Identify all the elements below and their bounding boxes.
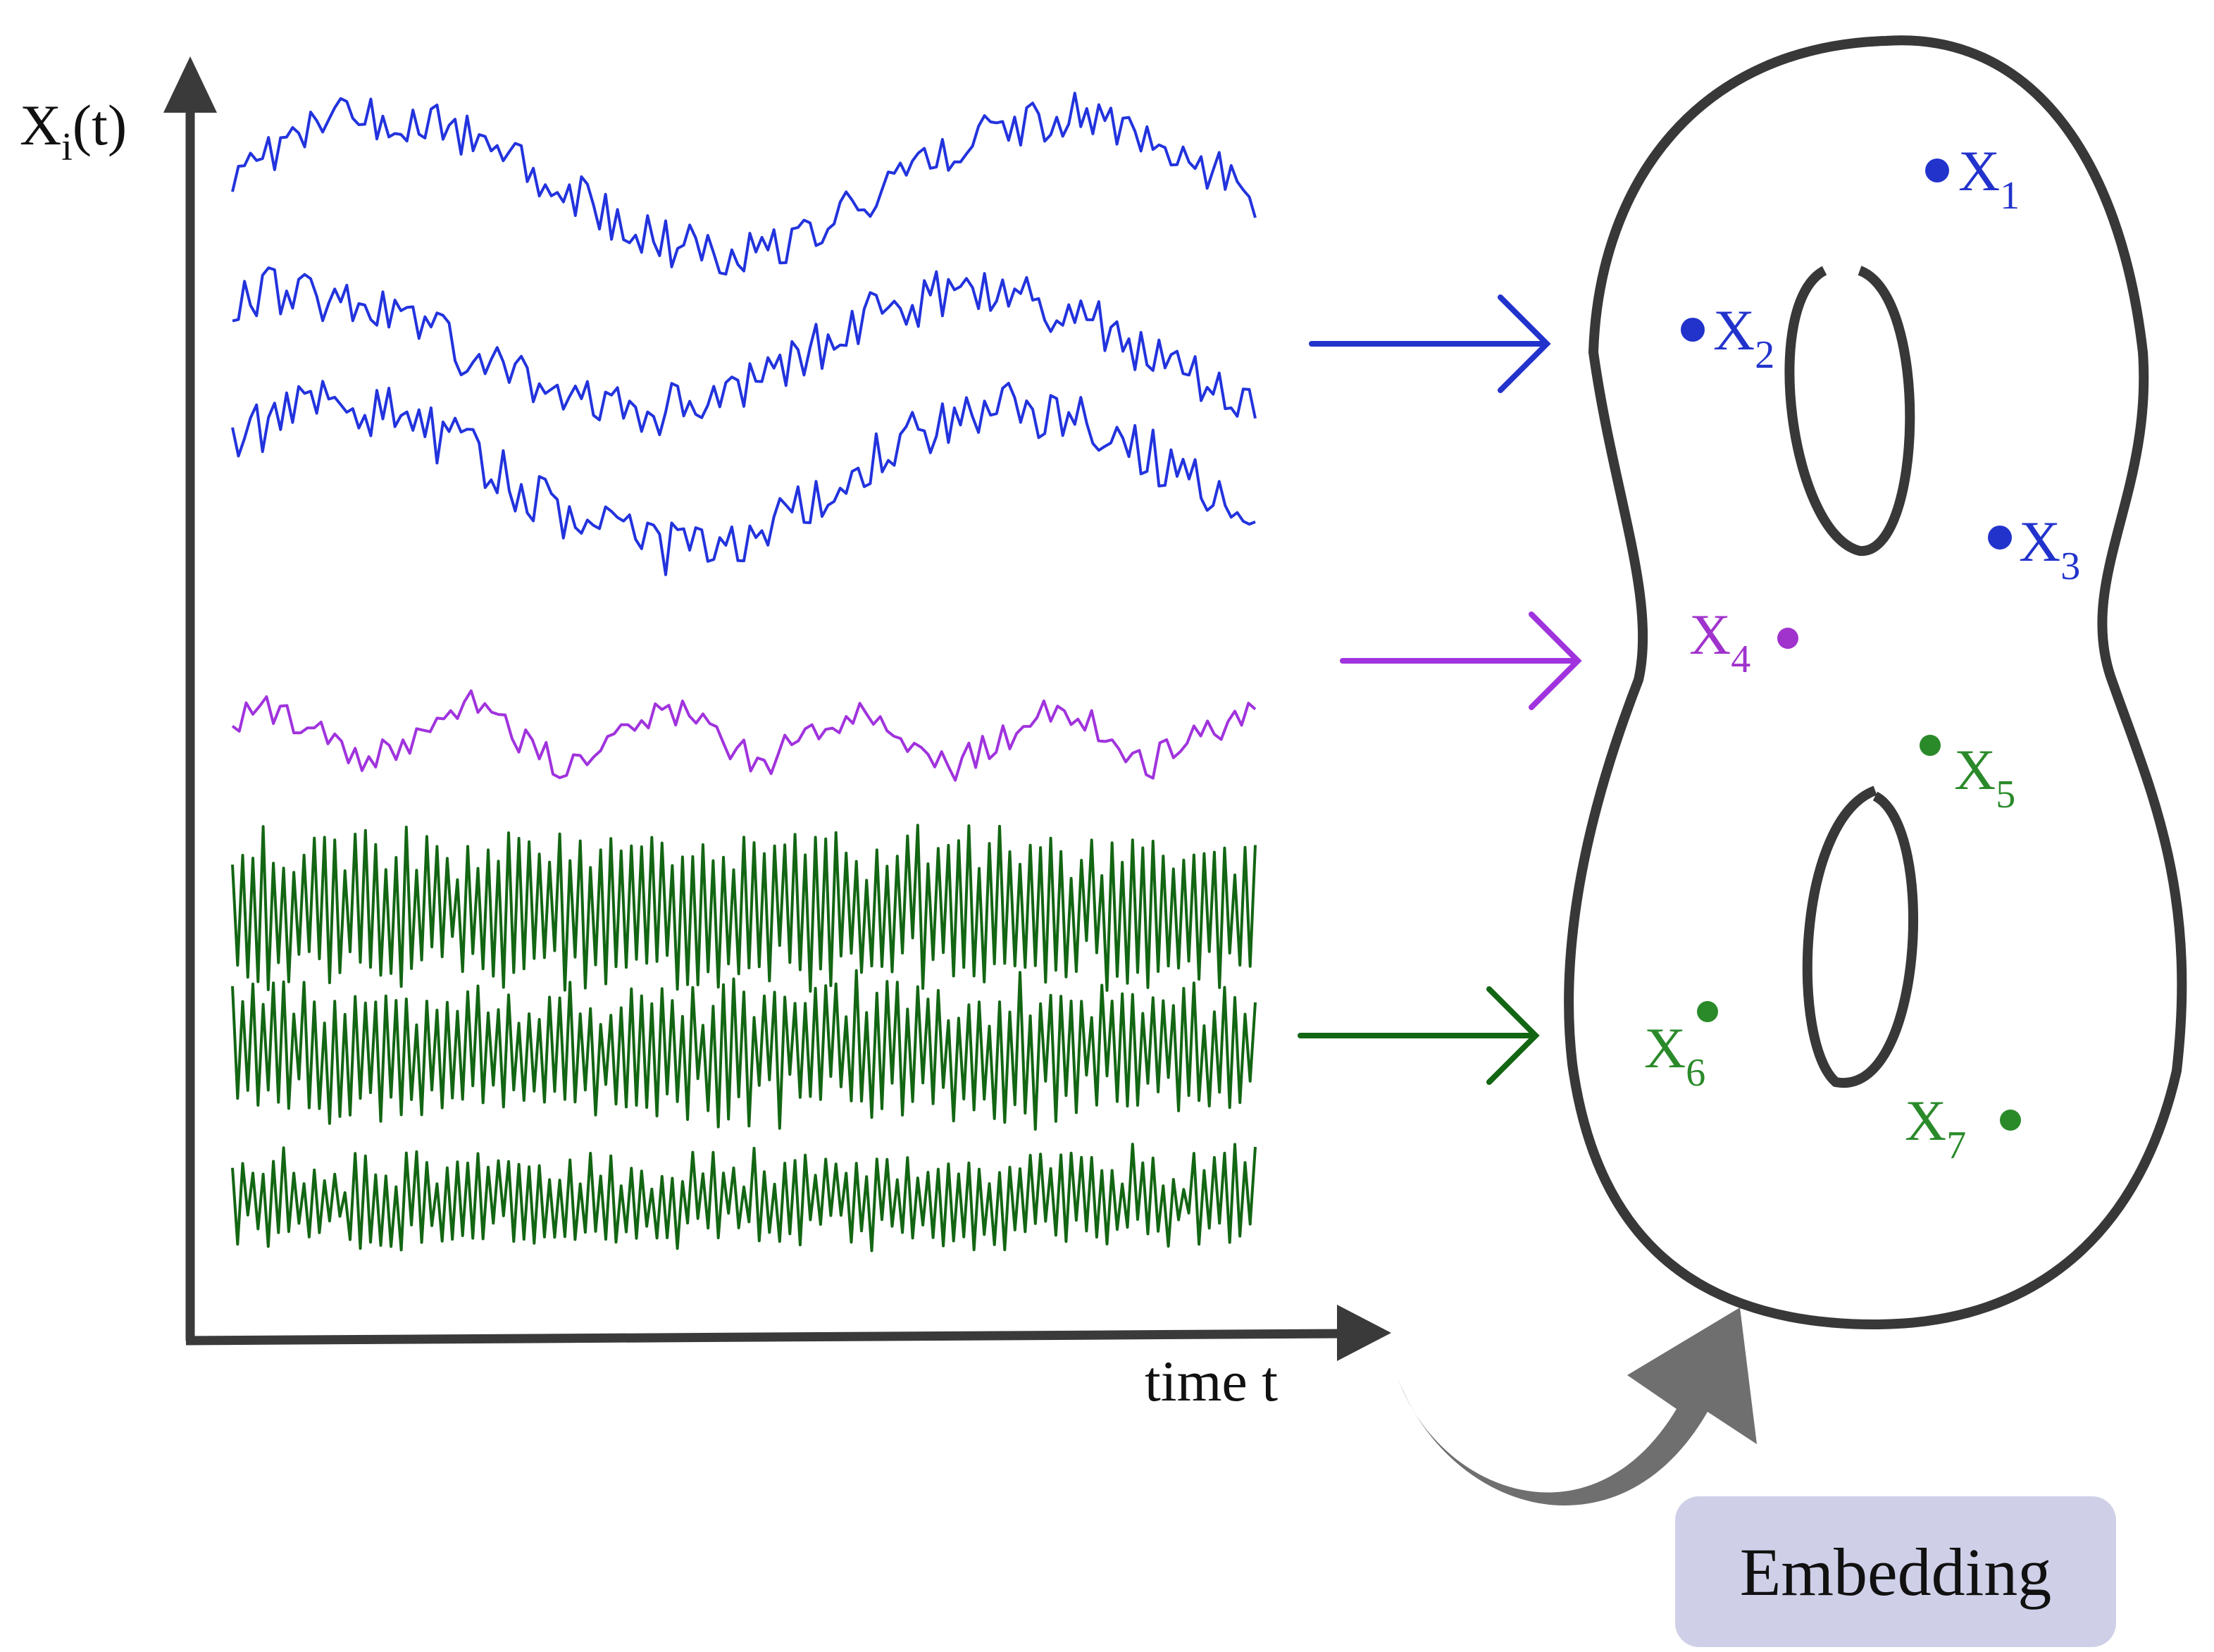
group-arrows bbox=[1298, 294, 1582, 1085]
point-x1-dot bbox=[1925, 159, 1949, 182]
point-x1-label: X1 bbox=[1958, 139, 2020, 218]
embedding-label-box: Embedding bbox=[1675, 1496, 2116, 1647]
y-axis-label-rest: (t) bbox=[73, 93, 127, 157]
x-axis-arrowhead bbox=[1337, 1305, 1391, 1361]
y-axis-label: Xi(t) bbox=[20, 93, 127, 169]
point-x6-label: X6 bbox=[1644, 1016, 1705, 1095]
x-axis-label: time t bbox=[1145, 1349, 1278, 1413]
arrow-purple bbox=[1340, 611, 1582, 710]
arrow-green bbox=[1298, 986, 1540, 1085]
lower-hole bbox=[1802, 785, 1919, 1088]
y-axis-label-main: X bbox=[20, 93, 61, 157]
series-trace-purple-4 bbox=[231, 689, 1257, 782]
arrow-blue bbox=[1309, 294, 1551, 393]
point-x5-label: X5 bbox=[1954, 738, 2015, 816]
y-axis-arrowhead bbox=[163, 56, 217, 113]
point-x4-dot bbox=[1777, 628, 1798, 649]
point-x6-dot bbox=[1697, 1001, 1718, 1022]
embedded-points: X1 X2 X3 X4 X5 X6 X7 bbox=[1644, 139, 2080, 1167]
curved-embedding-arrow bbox=[1398, 1308, 1757, 1506]
curved-arrow-body bbox=[1398, 1308, 1757, 1506]
axes bbox=[163, 56, 1391, 1361]
point-x5-dot bbox=[1920, 735, 1941, 756]
series-trace-blue-3 bbox=[231, 380, 1256, 576]
point-x2-dot bbox=[1681, 318, 1705, 342]
point-x7-label: X7 bbox=[1905, 1088, 1966, 1167]
upper-hole bbox=[1784, 266, 1915, 556]
series-trace-green-6 bbox=[231, 969, 1257, 1131]
series-trace-blue-1 bbox=[231, 92, 1257, 276]
double-torus-surface bbox=[1564, 35, 2187, 1330]
time-series-traces bbox=[231, 92, 1257, 1253]
series-trace-green-5 bbox=[231, 824, 1257, 993]
embedding-label: Embedding bbox=[1739, 1534, 2052, 1610]
series-trace-green-7 bbox=[231, 1143, 1257, 1253]
series-trace-blue-2 bbox=[232, 266, 1257, 437]
point-x7-dot bbox=[2000, 1110, 2021, 1131]
point-x3-label: X3 bbox=[2019, 509, 2080, 588]
x-axis-line bbox=[185, 1329, 1343, 1346]
point-x2-label: X2 bbox=[1713, 298, 1774, 377]
point-x3-dot bbox=[1988, 526, 2012, 549]
surface-outline bbox=[1564, 35, 2187, 1330]
y-axis-label-sub: i bbox=[61, 125, 73, 169]
point-x4-label: X4 bbox=[1689, 602, 1750, 681]
